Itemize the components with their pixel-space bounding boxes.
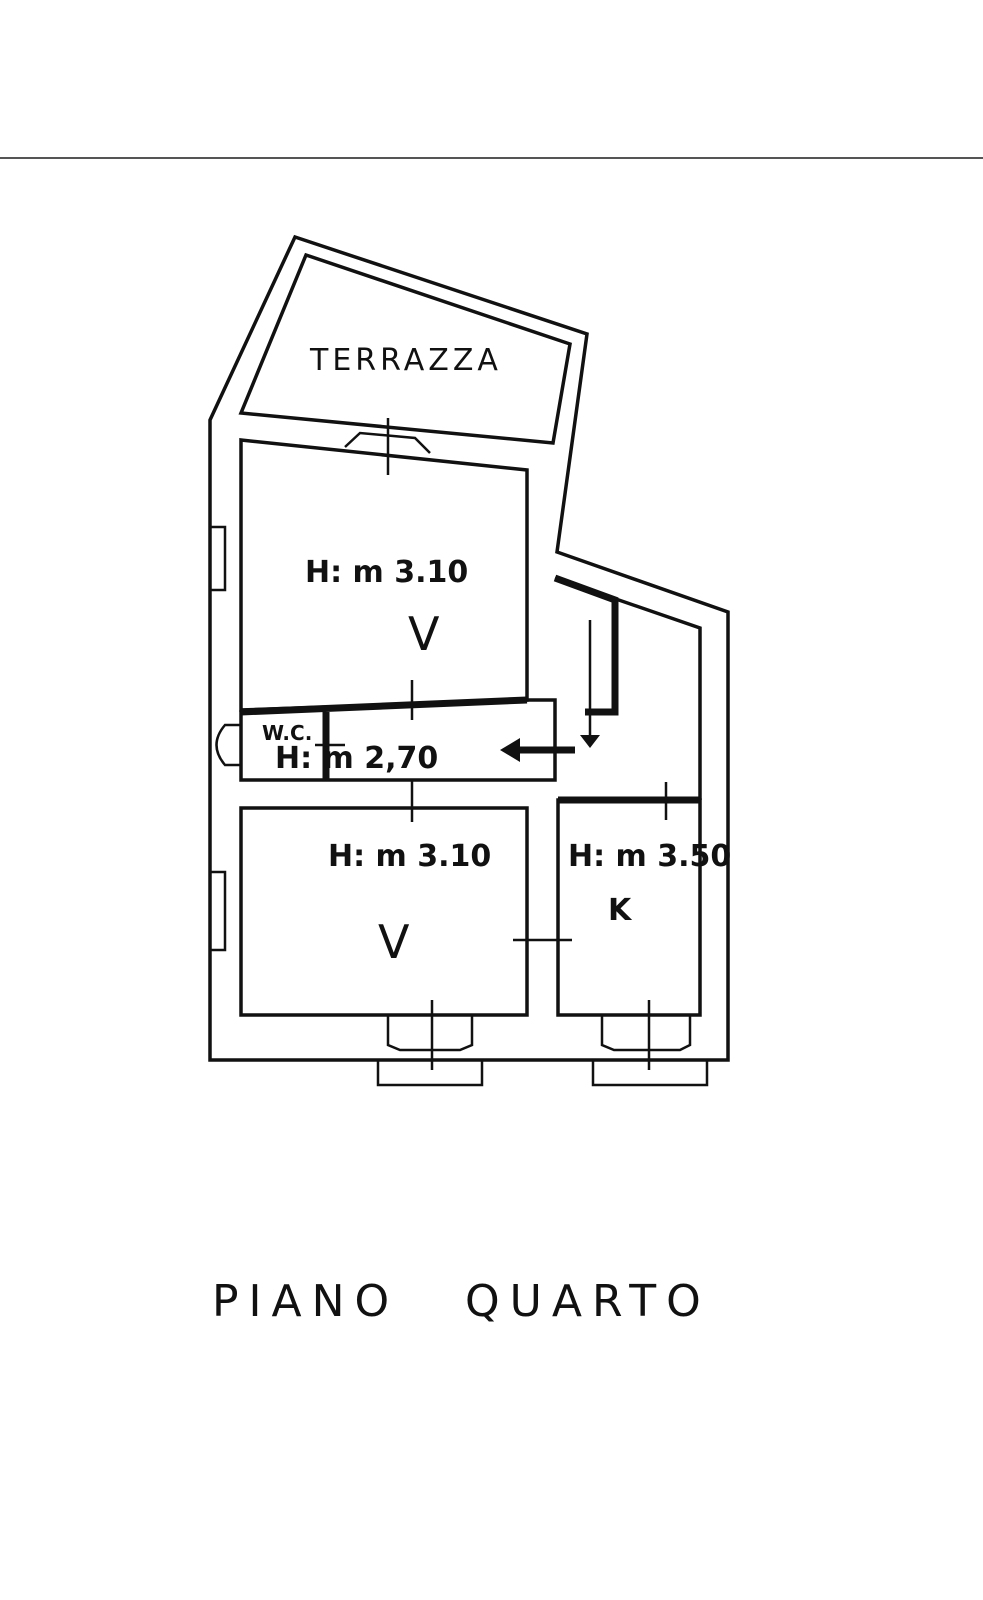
balcony-bottom-left <box>376 1060 484 1087</box>
stair-area-walls <box>554 576 702 800</box>
balcony-bottom-right <box>591 1060 709 1087</box>
terrace-outline <box>238 252 572 445</box>
room-bottom-height-label: H: m 3.10 <box>328 839 491 874</box>
kitchen-mark: K <box>608 893 633 928</box>
floor-title-word1: PIANO <box>212 1276 399 1327</box>
wc-niche <box>215 723 241 767</box>
window-left-top <box>210 525 227 592</box>
wc-height-label: H: m 2,70 <box>275 741 438 776</box>
window-bottom-left <box>386 1015 474 1052</box>
floor-title-word2: QUARTO <box>465 1276 711 1327</box>
room-top-height-label: H: m 3.10 <box>305 555 468 590</box>
room-top-mark: V <box>408 607 440 661</box>
corridor-top-thick <box>240 696 528 716</box>
outer-wall <box>208 234 730 1062</box>
wc-label: W.C. <box>262 721 312 745</box>
terrace-label: TERRAZZA <box>309 343 502 378</box>
window-left-bottom <box>210 870 227 952</box>
room-bottom-walls <box>239 806 529 1017</box>
stair-well <box>553 574 619 716</box>
entry-arrow-down <box>580 735 600 748</box>
room-bottom-mark: V <box>378 915 410 969</box>
entry-arrow-left <box>500 738 520 762</box>
window-bottom-right <box>600 1015 692 1052</box>
kitchen-height-label: H: m 3.50 <box>568 839 731 874</box>
